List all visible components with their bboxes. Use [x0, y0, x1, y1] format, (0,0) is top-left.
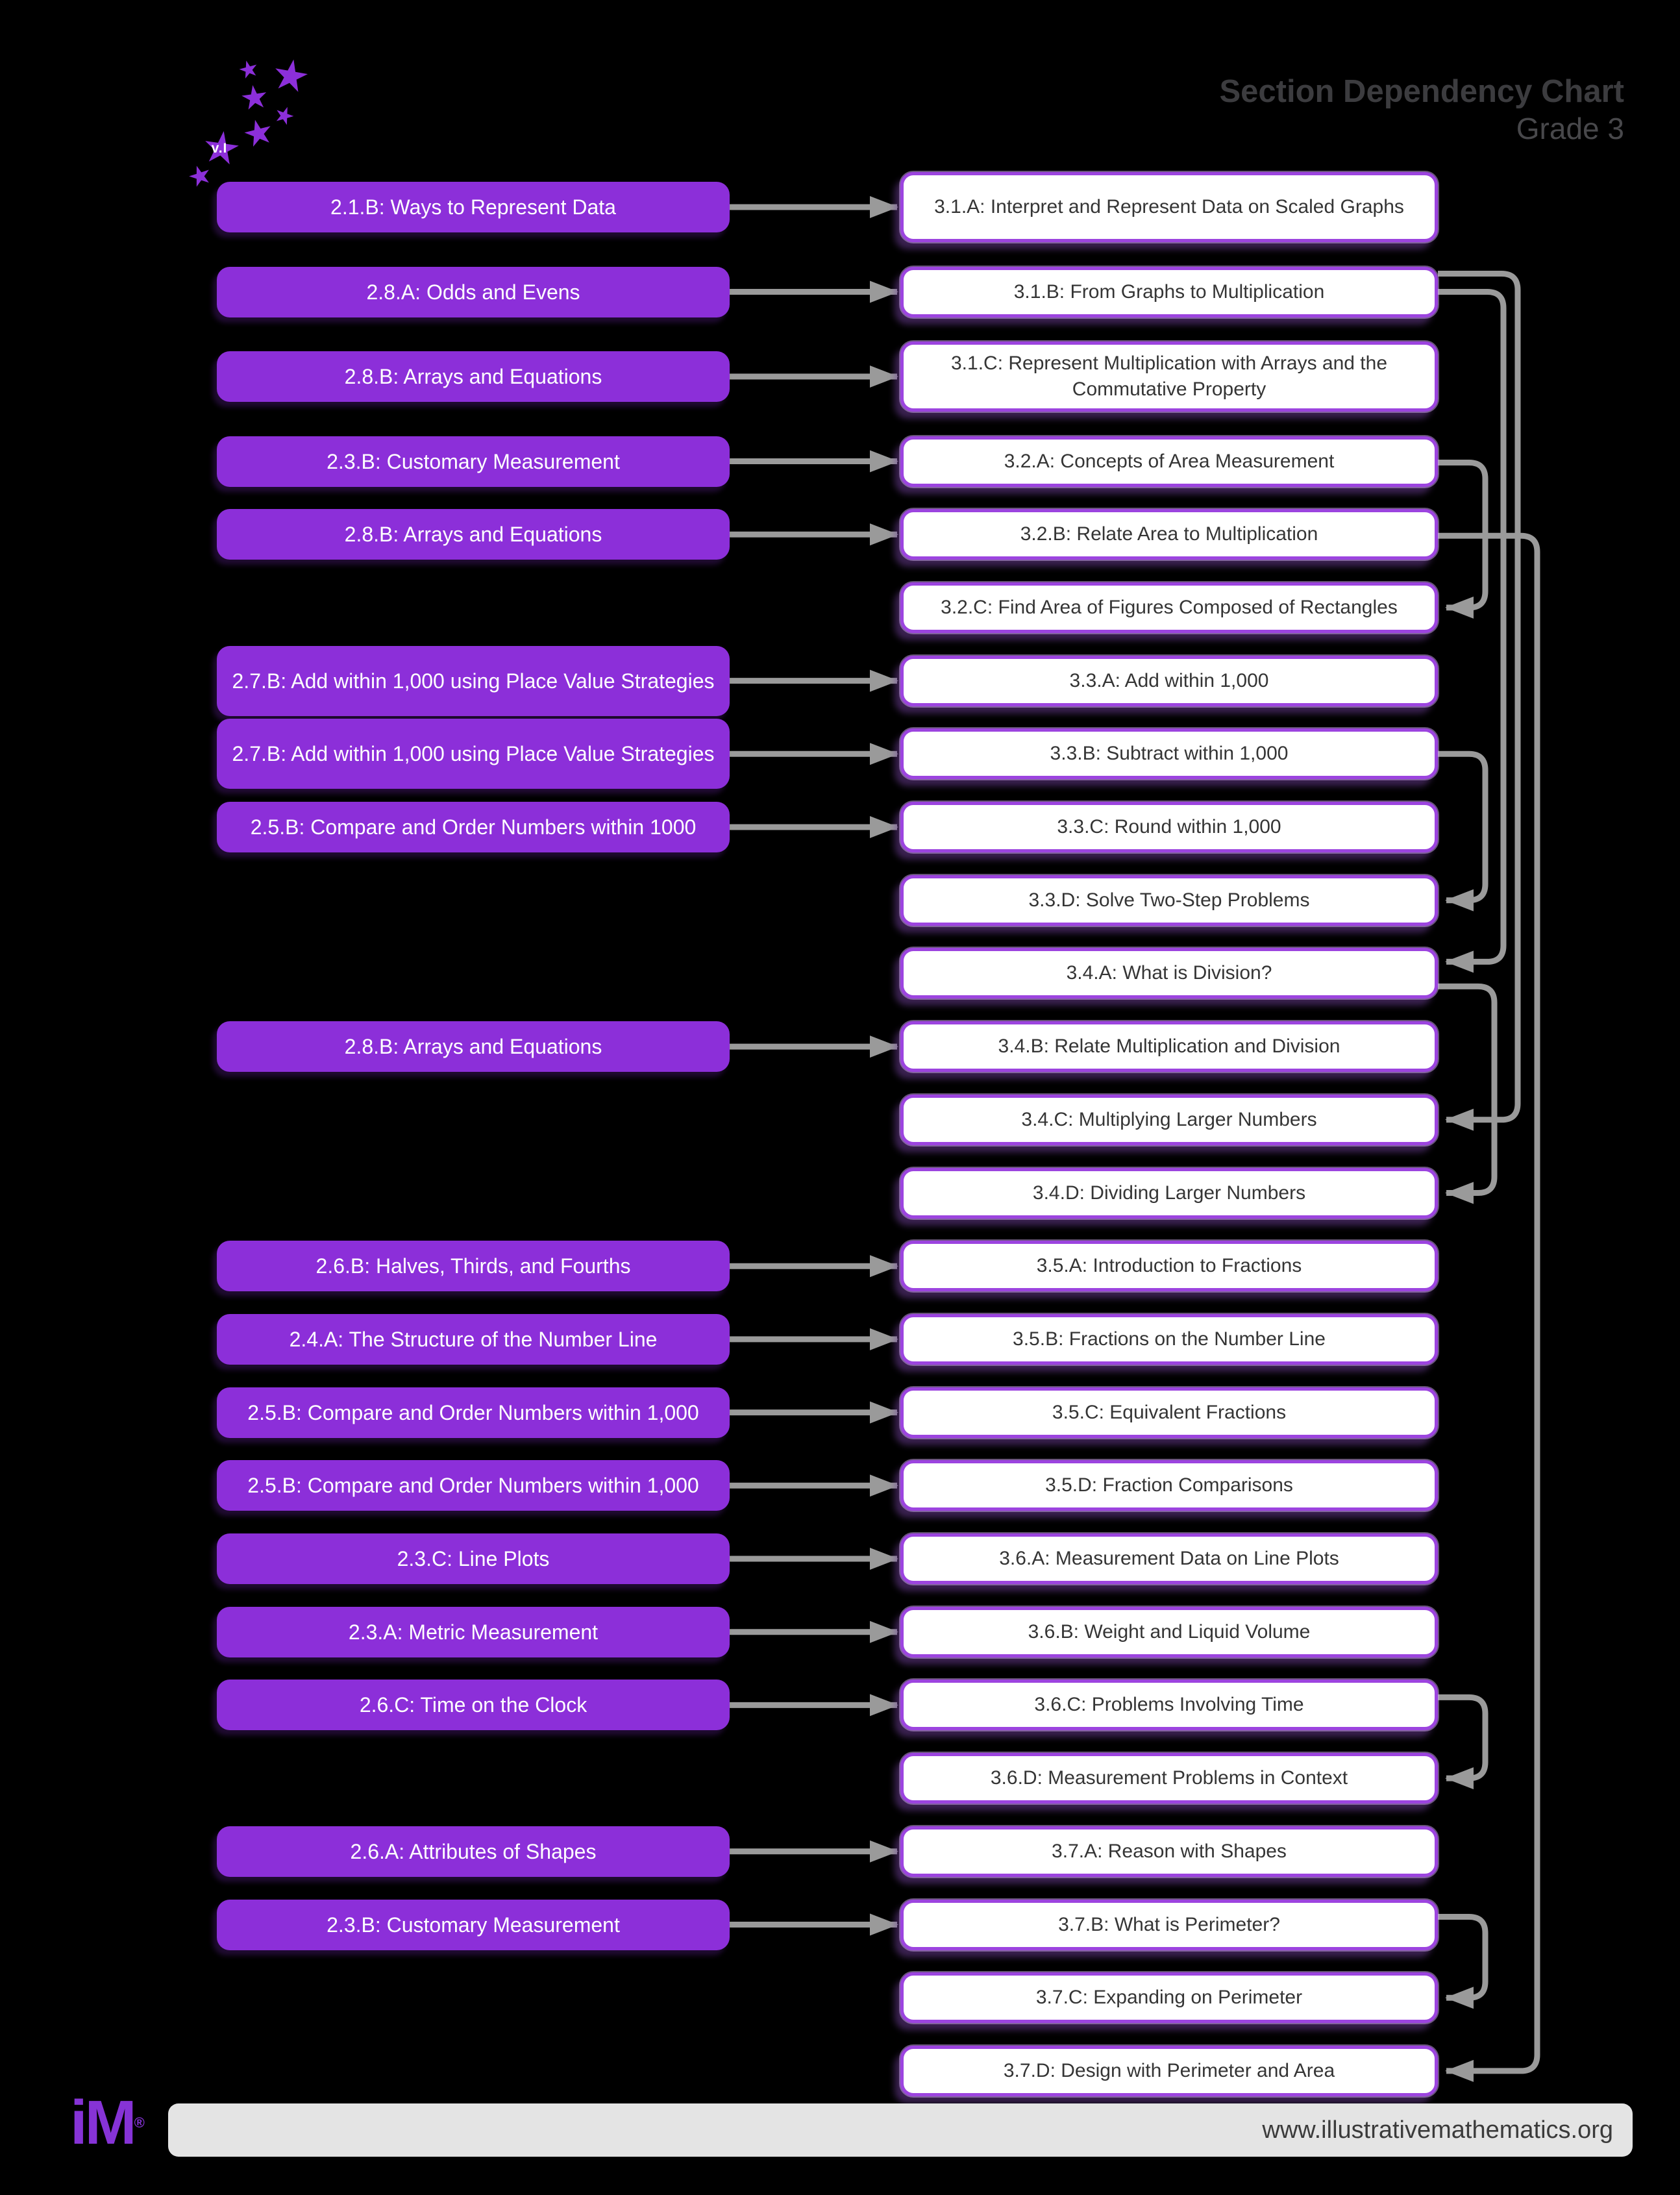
- grade2-section-box: 2.5.B: Compare and Order Numbers within …: [217, 1460, 730, 1511]
- header: Section Dependency Chart Grade 3: [1219, 73, 1624, 147]
- grade2-section-box: 2.5.B: Compare and Order Numbers within …: [217, 802, 730, 852]
- grade3-section-box: 3.2.C: Find Area of Figures Composed of …: [900, 582, 1438, 633]
- grade3-section-box: 3.3.D: Solve Two-Step Problems: [900, 874, 1438, 926]
- page-subtitle: Grade 3: [1516, 112, 1624, 145]
- grade2-section-box: 2.3.B: Customary Measurement: [217, 436, 730, 487]
- grade2-section-box: 2.1.B: Ways to Represent Data: [217, 182, 730, 232]
- im-logo: iM®: [70, 2092, 145, 2154]
- grade2-section-box: 2.5.B: Compare and Order Numbers within …: [217, 1387, 730, 1438]
- grade3-section-box: 3.1.B: From Graphs to Multiplication: [900, 266, 1438, 317]
- grade3-section-box: 3.4.C: Multiplying Larger Numbers: [900, 1094, 1438, 1145]
- dependency-connector: [1438, 532, 1540, 2082]
- dependency-connector: [1438, 983, 1498, 1204]
- grade2-section-box: 2.3.A: Metric Measurement: [217, 1606, 730, 1657]
- grade2-section-box: 2.8.A: Odds and Evens: [217, 266, 730, 317]
- grade2-section-box: 2.3.C: Line Plots: [217, 1533, 730, 1584]
- grade3-section-box: 3.4.A: What is Division?: [900, 948, 1438, 999]
- grade3-section-box: 3.7.C: Expanding on Perimeter: [900, 1972, 1438, 2024]
- grade3-section-box: 3.4.D: Dividing Larger Numbers: [900, 1167, 1438, 1219]
- grade2-section-box: 2.8.B: Arrays and Equations: [217, 1021, 730, 1073]
- grade3-section-box: 3.3.C: Round within 1,000: [900, 802, 1438, 852]
- grade3-section-box: 3.7.A: Reason with Shapes: [900, 1826, 1438, 1877]
- grade3-section-box: 3.1.C: Represent Multiplication with Arr…: [900, 341, 1438, 412]
- grade3-section-box: 3.2.A: Concepts of Area Measurement: [900, 436, 1438, 487]
- grade3-section-box: 3.2.B: Relate Area to Multiplication: [900, 509, 1438, 560]
- dependency-connector: [1438, 750, 1489, 911]
- grade2-section-box: 2.3.B: Customary Measurement: [217, 1899, 730, 1950]
- dependency-connector: [1438, 271, 1521, 1131]
- registered-mark-icon: ®: [134, 2114, 145, 2131]
- dependency-connector: [1438, 1914, 1489, 2009]
- grade3-section-box: 3.5.C: Equivalent Fractions: [900, 1387, 1438, 1438]
- grade2-section-box: 2.6.A: Attributes of Shapes: [217, 1826, 730, 1877]
- im-logo-text: iM: [70, 2088, 137, 2157]
- grade3-section-box: 3.4.B: Relate Multiplication and Divisio…: [900, 1021, 1438, 1073]
- grade3-section-box: 3.6.B: Weight and Liquid Volume: [900, 1606, 1438, 1657]
- page-title: Section Dependency Chart: [1219, 74, 1624, 109]
- grade3-section-box: 3.5.A: Introduction to Fractions: [900, 1241, 1438, 1292]
- footer-bar: www.illustrativemathematics.org: [168, 2103, 1633, 2157]
- grade2-section-box: 2.6.C: Time on the Clock: [217, 1680, 730, 1731]
- grade3-section-box: 3.6.D: Measurement Problems in Context: [900, 1753, 1438, 1804]
- grade3-section-box: 3.3.B: Subtract within 1,000: [900, 728, 1438, 780]
- grade2-section-box: 2.4.A: The Structure of the Number Line: [217, 1313, 730, 1365]
- grade2-section-box: 2.7.B: Add within 1,000 using Place Valu…: [217, 719, 730, 789]
- grade3-section-box: 3.5.D: Fraction Comparisons: [900, 1460, 1438, 1511]
- grade3-section-box: 3.7.D: Design with Perimeter and Area: [900, 2045, 1438, 2096]
- grade3-section-box: 3.5.B: Fractions on the Number Line: [900, 1313, 1438, 1365]
- grade2-section-box: 2.8.B: Arrays and Equations: [217, 509, 730, 560]
- dependency-connector: [1438, 1694, 1489, 1790]
- grade2-section-box: 2.6.B: Halves, Thirds, and Fourths: [217, 1241, 730, 1292]
- grade3-section-box: 3.7.B: What is Perimeter?: [900, 1899, 1438, 1950]
- grade2-section-box: 2.7.B: Add within 1,000 using Place Valu…: [217, 645, 730, 716]
- grade3-section-box: 3.6.C: Problems Involving Time: [900, 1680, 1438, 1731]
- grade3-section-box: 3.6.A: Measurement Data on Line Plots: [900, 1533, 1438, 1584]
- grade3-section-box: 3.3.A: Add within 1,000: [900, 655, 1438, 706]
- dependency-connector: [1438, 289, 1507, 973]
- grade2-section-box: 2.8.B: Arrays and Equations: [217, 351, 730, 402]
- footer-url: www.illustrativemathematics.org: [1262, 2116, 1613, 2144]
- star-version-label: v.I: [211, 141, 228, 156]
- grade3-section-box: 3.1.A: Interpret and Represent Data on S…: [900, 172, 1438, 242]
